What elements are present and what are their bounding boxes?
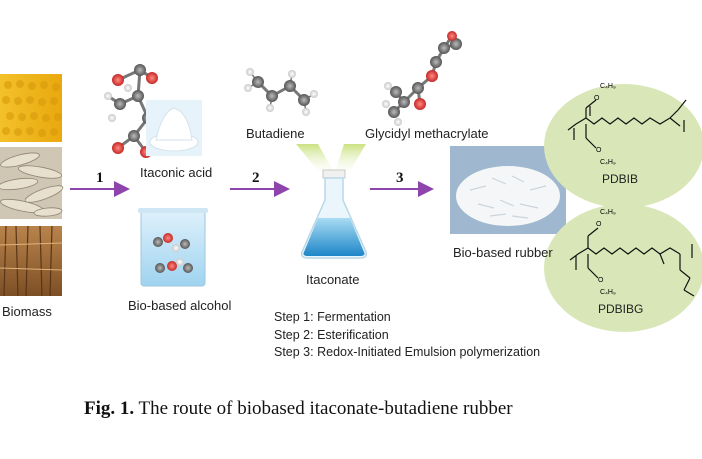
- label-pdbib: PDBIB: [602, 172, 639, 186]
- itaconate-flask: [300, 169, 368, 259]
- bio-based-rubber-image: [450, 146, 566, 234]
- label-pdbibg: PDBIBG: [598, 302, 644, 316]
- svg-text:O: O: [598, 277, 604, 284]
- svg-text:O: O: [596, 147, 602, 154]
- figure-caption: Fig. 1. The route of biobased itaconate-…: [84, 398, 513, 420]
- caption-text: The route of biobased itaconate-butadien…: [134, 398, 513, 419]
- label-glycidyl-methacrylate: Glycidyl methacrylate: [365, 126, 489, 141]
- caption-prefix: Fig. 1.: [84, 398, 135, 419]
- svg-text:C₄H₉: C₄H₉: [600, 289, 616, 296]
- glycidyl-methacrylate-molecule: [382, 31, 462, 126]
- step-number-2: 2: [252, 170, 260, 186]
- svg-text:O: O: [594, 95, 600, 102]
- step-number-1: 1: [96, 170, 104, 186]
- svg-text:C₄H₉: C₄H₉: [600, 83, 616, 90]
- label-bio-based-alcohol: Bio-based alcohol: [128, 298, 232, 313]
- biomass-corn-image: [0, 74, 62, 142]
- itaconic-acid-powder-image: [146, 100, 202, 156]
- label-itaconate: Itaconate: [306, 272, 360, 287]
- step-1-text: Step 1: Fermentation: [274, 310, 391, 324]
- svg-text:C₄H₉: C₄H₉: [600, 159, 616, 166]
- label-itaconic-acid: Itaconic acid: [140, 165, 213, 180]
- svg-text:C₄H₉: C₄H₉: [600, 209, 616, 216]
- step-number-3: 3: [396, 170, 404, 186]
- pdbibg-ellipse: O C₄H₉ O C₄H₉: [544, 204, 702, 332]
- butadiene-molecule: [244, 68, 318, 116]
- biomass-sugarcane-image: [0, 225, 63, 297]
- bio-based-alcohol-beaker: [138, 208, 208, 287]
- label-biomass: Biomass: [2, 304, 52, 319]
- steps-list: Step 1: Fermentation Step 2: Esterificat…: [274, 309, 540, 362]
- svg-text:O: O: [596, 221, 602, 228]
- step-2-text: Step 2: Esterification: [274, 327, 389, 342]
- biomass-roots-image: [0, 147, 64, 219]
- label-butadiene: Butadiene: [246, 126, 305, 141]
- step-3-text: Step 3: Redox-Initiated Emulsion polymer…: [274, 345, 541, 359]
- label-bio-based-rubber: Bio-based rubber: [453, 245, 553, 260]
- pdbib-ellipse: O C₄H₉ O C₄H₉: [544, 83, 702, 208]
